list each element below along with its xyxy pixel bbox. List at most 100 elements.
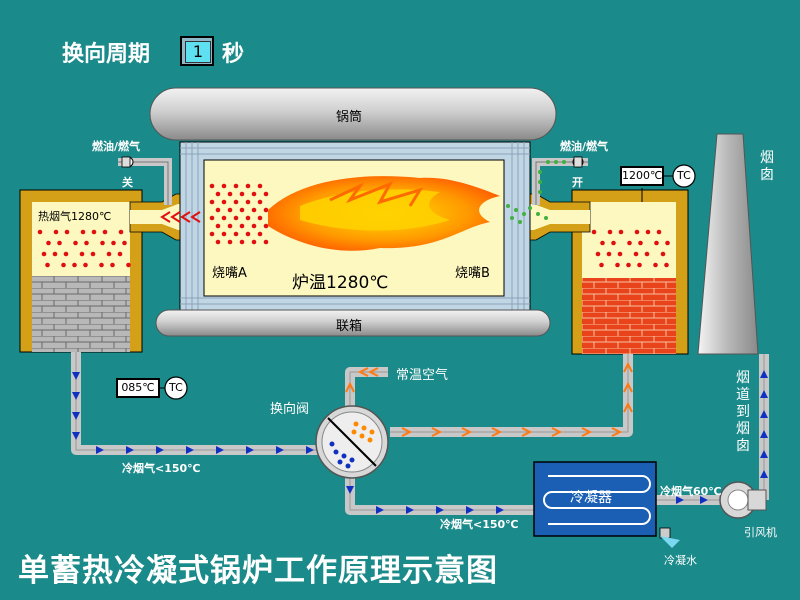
particle-dot <box>64 229 70 235</box>
furnace <box>179 141 531 311</box>
particle-dot <box>117 251 123 257</box>
particle-dot <box>233 215 239 221</box>
particle-dot <box>221 215 227 221</box>
nozzle-arrows-left <box>160 211 201 223</box>
header-box <box>155 309 551 337</box>
particle-dot <box>221 231 227 237</box>
fuel-line-left <box>118 156 172 205</box>
period-unit: 秒 <box>222 42 245 67</box>
chimney-label: 烟囱 <box>760 150 774 183</box>
particle-dot <box>122 240 127 246</box>
particle-dot <box>209 215 215 221</box>
particle-dot <box>600 240 605 246</box>
particle-dot <box>257 183 263 189</box>
particle-dot <box>653 262 658 268</box>
flow-arrows-cold <box>72 370 768 514</box>
particle-dot <box>645 229 651 235</box>
particle-dot <box>239 207 245 213</box>
particle-dot <box>221 199 227 205</box>
furnace-temp: 炉温1280℃ <box>292 273 389 293</box>
condensate-label: 冷凝水 <box>664 554 697 567</box>
particle-dot <box>660 251 666 257</box>
particle-dot <box>239 191 245 197</box>
particle-dot <box>227 191 233 197</box>
burner-b-label: 烧嘴B <box>455 266 490 281</box>
diagram-title: 单蓄热冷凝式锅炉工作原理示意图 <box>18 553 498 589</box>
particle-dot <box>215 191 221 197</box>
burner-a-label: 烧嘴A <box>212 266 247 281</box>
particle-dot <box>263 223 269 229</box>
particle-dot <box>41 251 47 257</box>
particle-dot <box>209 199 215 205</box>
particle-dot <box>654 240 659 246</box>
cold-flue-left-label: 冷烟气<150℃ <box>122 462 201 475</box>
particle-dot <box>618 229 624 235</box>
fuel-left-label: 燃油/燃气 <box>92 140 141 153</box>
particle-dot <box>221 183 227 189</box>
flow-arrows-air <box>345 361 633 437</box>
particle-dot <box>251 191 257 197</box>
tc-right-readout: 1200℃ <box>620 166 664 186</box>
particle-dot <box>263 191 269 197</box>
hot-flue-label: 热烟气1280℃ <box>38 210 112 223</box>
particle-dot <box>106 251 112 257</box>
particle-dot <box>73 240 78 246</box>
particle-dot <box>46 240 51 246</box>
fan-label: 引风机 <box>744 526 777 539</box>
particle-dot <box>215 223 221 229</box>
particle-dot <box>215 207 221 213</box>
particle-dot <box>215 239 221 245</box>
particle-dot <box>52 251 58 257</box>
particle-dot <box>126 262 131 268</box>
particle-dot <box>617 251 623 257</box>
particle-dot <box>118 229 124 235</box>
particle-dot <box>664 262 669 268</box>
particle-dot <box>251 207 257 213</box>
right-hot-dots <box>591 229 670 268</box>
particle-dot <box>100 240 105 246</box>
particle-dot <box>99 262 104 268</box>
particle-dot <box>633 251 639 257</box>
particle-dot <box>251 223 257 229</box>
particle-dot <box>37 229 43 235</box>
period-box[interactable]: 1 <box>180 36 214 66</box>
particle-dot <box>91 229 97 235</box>
particle-dot <box>239 223 245 229</box>
reversing-valve[interactable] <box>315 405 389 479</box>
tc-left-tag: TC <box>169 381 183 394</box>
particle-dot <box>83 262 88 268</box>
fuel-right-label: 燃油/燃气 <box>560 140 609 153</box>
particle-dot <box>245 231 251 237</box>
particle-dot <box>227 207 233 213</box>
condenser-label: 冷凝器 <box>570 490 612 506</box>
tc-left-readout: 085℃ <box>116 378 160 398</box>
tc-right-tag: TC <box>677 169 691 182</box>
left-hot-dots <box>37 229 131 268</box>
drum-label: 锅筒 <box>336 110 363 125</box>
period-label: 换向周期 <box>62 42 151 67</box>
particle-dot <box>53 229 59 235</box>
particle-dot <box>111 240 116 246</box>
particle-dot <box>627 240 632 246</box>
particle-dot <box>233 231 239 237</box>
particle-dot <box>102 229 108 235</box>
particle-dot <box>607 229 613 235</box>
particle-dot <box>90 251 96 257</box>
particle-dot <box>644 251 650 257</box>
condenser <box>533 461 680 548</box>
drum <box>149 87 557 141</box>
burner-a-air-dots <box>209 183 269 245</box>
particle-dot <box>595 251 601 257</box>
particle-dot <box>245 199 251 205</box>
particle-dot <box>110 262 115 268</box>
particle-dot <box>245 183 251 189</box>
particle-dot <box>63 251 69 257</box>
particle-dot <box>634 229 640 235</box>
particle-dot <box>245 215 251 221</box>
particle-dot <box>227 239 233 245</box>
particle-dot <box>209 231 215 237</box>
particle-dot <box>257 231 263 237</box>
particle-dot <box>591 229 597 235</box>
particle-dot <box>611 240 616 246</box>
